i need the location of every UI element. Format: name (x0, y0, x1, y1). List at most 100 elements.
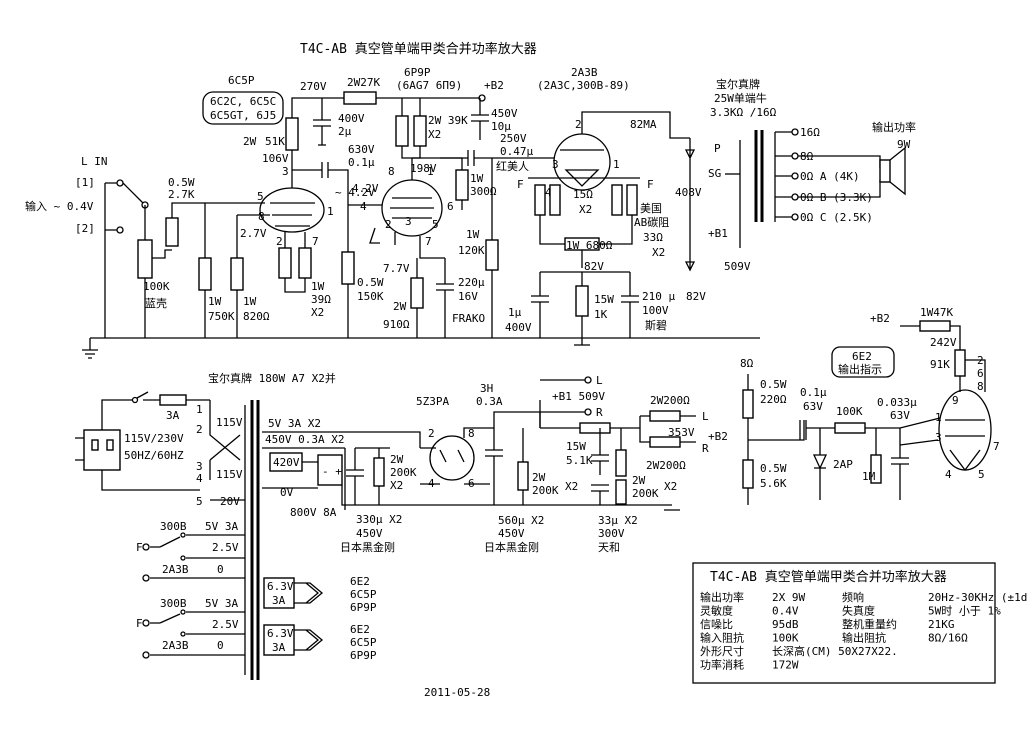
fil2-d: 2A3B (162, 639, 189, 652)
spec-cell: 输出阻抗 (842, 631, 886, 645)
c1: 330μ X2 (356, 513, 402, 526)
fil2-b: 5V 3A (205, 597, 238, 610)
psu-r2: R (702, 442, 709, 455)
psu-b2: +B2 (708, 430, 728, 443)
psu-trans: 宝尔真牌 180W A7 X2并 (208, 371, 336, 385)
ind-pin-7: 7 (993, 440, 1000, 453)
fil-r: 15Ω (573, 188, 593, 201)
heater2-v: 6.3V (267, 627, 294, 640)
lin-label: L IN (81, 155, 108, 168)
sec1: 5V 3A X2 (268, 417, 321, 430)
tap-5: 5 (196, 495, 203, 508)
stage2-equiv: (6AG7 6Π9) (396, 79, 462, 92)
k-v: 7.7V (383, 262, 410, 275)
p-pin-4: 4 (360, 200, 367, 213)
bridge (317, 454, 343, 486)
tube-6e2 (938, 389, 992, 471)
out-power-w: 9W (897, 138, 911, 151)
bleed3v: 200K (632, 487, 659, 500)
grid-v: 2.7V (240, 227, 267, 240)
v509: 509V (724, 260, 751, 273)
spec-cell: 20Hz-30KHz (±1dB) (928, 591, 1028, 604)
cap-v: 400V (338, 112, 365, 125)
ck1-c: 1μ (508, 306, 522, 319)
out-pin-2: 2 (575, 118, 582, 131)
ind-label: 输出指示 (838, 362, 882, 376)
ck2-brand: 斯碧 (645, 319, 667, 332)
stage1-section: 6C5P 6C2C, 6C5C 6C5GT, 6J5 5 8 3 1 2 7 1… (198, 74, 400, 338)
fil2-f: F (136, 617, 143, 630)
heater1-a: 3A (272, 594, 286, 607)
r300-w: 1W (470, 172, 484, 185)
ot-tap-a: 0Ω A (4K) (800, 170, 860, 183)
b2-label: +B2 (484, 79, 504, 92)
psu-ground (660, 504, 680, 511)
tap-4: 4 (196, 472, 203, 485)
r-plate-v: 51K (265, 135, 285, 148)
bleed1v: 200K (390, 466, 417, 479)
grid-resistor (198, 257, 212, 291)
cathode-v: 82V (584, 260, 604, 273)
out-equiv: (2A3C,300B-89) (537, 79, 630, 92)
stage1-equiv1: 6C2C, 6C5C (210, 95, 276, 108)
input-res-v: 2.7K (168, 188, 195, 201)
tap-2: 2 (196, 423, 203, 436)
spec-cell: 8Ω/16Ω (928, 632, 968, 645)
p-pin-1: 1 (427, 165, 434, 178)
pot-label: 1W 680Ω (566, 239, 613, 252)
tap-3: 3 (196, 460, 203, 473)
pot-note: 蓝壳 (145, 296, 167, 310)
cathode-r2 (410, 277, 424, 309)
coup2-v: 250V (500, 132, 527, 145)
rk-w-out: 15W (594, 293, 614, 306)
sec2: 450V 0.3A X2 (265, 433, 344, 446)
ind-v242: 242V (930, 336, 957, 349)
spec-cell: 失真度 (842, 604, 875, 618)
heater2-a: 3A (272, 641, 286, 654)
ind-diode: 2AP (833, 458, 853, 471)
v420: 420V (273, 456, 300, 469)
cap-c: 2μ (338, 125, 352, 138)
coup2-brand: 红美人 (496, 160, 529, 173)
rect-pin2: 2 (428, 427, 435, 440)
ind-r220-v: 220Ω (760, 393, 787, 406)
mains-plug (83, 429, 121, 471)
ind-b2: +B2 (870, 312, 890, 325)
c2b: 日本黑金刚 (484, 540, 539, 554)
coup-v: 630V (348, 143, 375, 156)
jack-pin1 (116, 179, 124, 187)
v800: 800V 8A (290, 506, 337, 519)
ot-brand: 宝尔真牌 (716, 77, 760, 91)
plate-r-b (413, 115, 427, 147)
mains-v: 115V/230V (124, 432, 184, 445)
note-4: X2 (652, 246, 665, 259)
ck-c: 220μ (458, 276, 485, 289)
out-pin-4: 4 (545, 186, 552, 199)
note-1: 美国 (640, 202, 662, 215)
ind-pin-5: 5 (978, 468, 985, 481)
r120k-v: 120K (458, 244, 485, 257)
stage2-grid-r-v: 150K (357, 290, 384, 303)
cap2-c: 10μ (491, 120, 511, 133)
spec-cell: 100K (772, 632, 799, 645)
fil1-c: 2.5V (212, 541, 239, 554)
input-section: L IN [1] [2] 输入 ~ 0.4V 100K 蓝壳 0.5W 2.7K (25, 155, 760, 359)
output-transformer: 宝尔真牌 25W单端牛 3.3KΩ /16Ω P SG 16Ω 8Ω 0Ω A … (708, 77, 916, 232)
r15w: 15W (566, 440, 586, 453)
pot-value: 100K (143, 280, 170, 293)
spec-cell: 长深高(CM) 50X27X22. (772, 644, 898, 658)
ind-c01: 0.1μ (800, 386, 827, 399)
ind-pin-9: 9 (952, 394, 959, 407)
prim-115a: 115V (216, 416, 243, 429)
ind-pin-2: 2 (977, 354, 984, 367)
spec-cell: 输入阻抗 (700, 631, 744, 645)
tube-5z3pa (429, 435, 475, 481)
bleed2: 2W (532, 471, 546, 484)
rk2-qty: X2 (311, 306, 324, 319)
plate-v: 106V (262, 152, 289, 165)
grid-leak (341, 251, 355, 285)
tap-1: 1 (196, 403, 203, 416)
ind-r91k: 91K (930, 358, 950, 371)
stage2-section: 6P9P (6AG7 6Π9) +B2 8 1 4 6 2 3 5 7 2W 3… (348, 66, 533, 338)
r200-1: 2W200Ω (650, 394, 690, 407)
